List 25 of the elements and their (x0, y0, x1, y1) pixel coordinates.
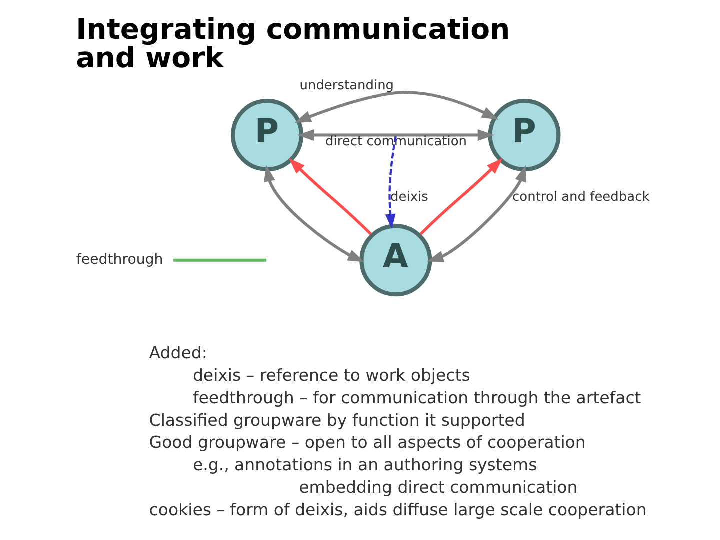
label: Good groupware – open to all aspects of cooperation (148, 433, 586, 452)
diagram-title: Integrating communication and work (76, 13, 510, 75)
label: e.g., annotations in an authoring systems (192, 456, 537, 475)
label: cookies – form of deixis, aids diffuse large scale cooperation (148, 500, 646, 520)
node-circle: A (359, 224, 432, 297)
label: deixis – reference to work objects (192, 366, 470, 385)
arrow (297, 130, 494, 142)
label: Added: (148, 344, 207, 363)
edge-label: control and feedback (512, 190, 650, 206)
arrow (263, 165, 364, 262)
arrow (384, 136, 396, 230)
label: embedding direct communication (298, 478, 578, 498)
arrow (288, 158, 372, 236)
label: Classified groupware by function it supported (148, 410, 525, 430)
node-text: feedthrough (76, 252, 163, 268)
edge-label: understanding (299, 78, 394, 94)
arrow (419, 158, 502, 236)
arrow (426, 165, 526, 262)
edge-label: deixis (390, 190, 428, 206)
node-circle: P (488, 99, 560, 172)
connector (172, 258, 266, 262)
label: feedthrough – for communication through the artefact (192, 388, 641, 408)
edge-label: direct communication (325, 134, 467, 150)
node-circle: P (230, 99, 304, 172)
arrow (294, 91, 498, 123)
